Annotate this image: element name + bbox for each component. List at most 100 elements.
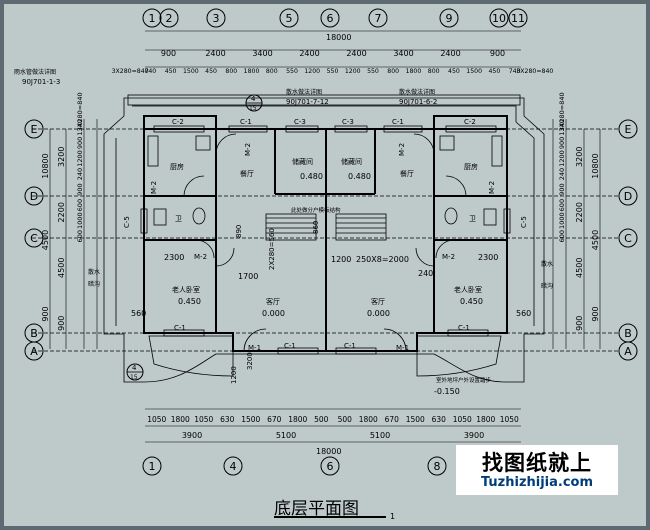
- bottom-row1-dim-0: 1050: [147, 415, 166, 424]
- room-bath-left: 卫: [175, 215, 182, 223]
- top-row2-dim-19: 740: [509, 68, 521, 75]
- svg-text:8: 8: [434, 460, 441, 473]
- top-row2-dim-7: 800: [266, 68, 278, 75]
- axis-left-E: E: [24, 119, 44, 139]
- bottom-row1-dim-15: 1050: [500, 415, 519, 424]
- watermark-chinese: 找图纸就上: [482, 451, 592, 475]
- title-suffix: 1: [390, 512, 396, 521]
- axis-top-5: 5: [279, 8, 299, 28]
- left-small-dim-7: 1000: [76, 212, 84, 229]
- bottom-row1-dim-6: 1800: [288, 415, 307, 424]
- top-row2-dim-3: 1500: [183, 68, 199, 75]
- tag-m2-dining-left: M-2: [244, 143, 252, 156]
- bottom-row1-dim-11: 1500: [406, 415, 425, 424]
- note-left-top: 雨水管做法详图: [14, 68, 56, 76]
- top-row2-dim-14: 1800: [406, 68, 422, 75]
- bottom-row1-dim-9: 1800: [359, 415, 378, 424]
- axis-top-10: 10: [489, 8, 509, 28]
- left-small-dim-4: 240: [76, 168, 84, 180]
- svg-text:4: 4: [251, 95, 256, 103]
- bottom-row1-dim-4: 1500: [241, 415, 260, 424]
- dim-3200-bottom: 3200: [246, 352, 254, 370]
- axis-left-A: A: [24, 341, 44, 361]
- top-row2-dim-9: 1200: [304, 68, 320, 75]
- tag-c3-right: C-3: [342, 118, 354, 126]
- svg-text:15: 15: [249, 105, 257, 112]
- dim-1200-bottom: 1200: [230, 366, 238, 384]
- level-bedroom-right: 0.450: [460, 297, 483, 306]
- top-row2-dim-20: 3X280=840: [516, 68, 553, 75]
- room-dining-right: 餐厅: [400, 169, 414, 178]
- tag-m2-bed-right: M-2: [442, 253, 455, 261]
- top-row1-dim-2: 3400: [252, 49, 272, 58]
- stairs-left: [266, 217, 316, 234]
- left-small-dim-8: 600: [76, 230, 84, 242]
- axis-bottom-8: 8: [427, 456, 447, 476]
- room-bath-right: 卫: [469, 215, 476, 223]
- top-row1-dim-0: 900: [161, 49, 176, 58]
- room-living-left: 客厅: [266, 297, 280, 306]
- right-outer-dim-1: 4500: [591, 230, 600, 250]
- tag-m1-right: M-1: [396, 344, 409, 352]
- right-small-dim-2: 900: [558, 137, 566, 149]
- right-outer-dim-2: 900: [591, 306, 600, 321]
- tag-c5-right: C-5: [520, 216, 528, 228]
- bottom-row1-dim-7: 500: [314, 415, 329, 424]
- right-small-dim-7: 1000: [558, 212, 566, 229]
- left-outer-dim-0: 10800: [41, 153, 50, 178]
- right-small-dim-0: 3X280=840: [558, 92, 566, 131]
- dim-890: 890: [235, 225, 243, 238]
- bottom-row1-dim-3: 630: [220, 415, 235, 424]
- right-dim-labels: 1080045009003200220045009003X280=8401340…: [558, 92, 600, 331]
- bottom-row1-dim-1: 1800: [171, 415, 190, 424]
- bottom-dimensions: [145, 408, 521, 443]
- dim-2300-left: 2300: [164, 253, 184, 262]
- top-row2-dim-13: 800: [387, 68, 399, 75]
- svg-text:15: 15: [130, 374, 138, 381]
- svg-text:B: B: [30, 327, 38, 340]
- top-row1-dim-5: 3400: [393, 49, 413, 58]
- svg-text:1: 1: [149, 460, 156, 473]
- dim-860: 860: [312, 221, 320, 234]
- left-dim-labels: 1080045009003200220045009003X280=8401340…: [41, 92, 84, 331]
- tag-c1-top-right: C-1: [392, 118, 404, 126]
- tag-c1-top-left: C-1: [240, 118, 252, 126]
- bottom-row1-dim-5: 670: [267, 415, 282, 424]
- top-row2-dim-0: 3X280=840: [112, 68, 149, 75]
- svg-text:6: 6: [327, 12, 334, 25]
- svg-text:9: 9: [446, 12, 453, 25]
- axis-left-C: C: [24, 228, 44, 248]
- tag-m2-kitchen-right: M-2: [488, 181, 496, 194]
- top-row2-dim-16: 450: [448, 68, 460, 75]
- front-planting: [148, 335, 502, 377]
- side-windows: [140, 208, 511, 234]
- left-outer-dim-1: 4500: [41, 230, 50, 250]
- bottom-total-dim: 18000: [316, 447, 341, 456]
- room-storage-right: 储藏间: [341, 157, 362, 166]
- bottom-row1-dim-12: 630: [432, 415, 447, 424]
- top-row2-dim-6: 1800: [244, 68, 260, 75]
- right-outer-dim-0: 10800: [591, 153, 600, 178]
- stairs-right: [336, 217, 386, 234]
- left-inner-dim-0: 3200: [57, 147, 66, 167]
- kitchen-fixtures: [147, 135, 503, 167]
- top-row2-dim-12: 550: [367, 68, 379, 75]
- left-small-dim-6: 600: [76, 199, 84, 211]
- bottom-row1-dim-13: 1050: [453, 415, 472, 424]
- tag-m1-left: M-1: [248, 344, 261, 352]
- left-small-dim-5: 900: [76, 183, 84, 195]
- interior-walls: [144, 129, 507, 351]
- level-storage-right: 0.480: [348, 172, 371, 181]
- top-windows: [153, 125, 497, 133]
- top-row2-dim-10: 550: [327, 68, 339, 75]
- room-storage-left: 储藏间: [292, 157, 313, 166]
- bottom-row2-dim-3: 3900: [464, 431, 484, 440]
- svg-text:4: 4: [230, 460, 237, 473]
- svg-text:D: D: [624, 190, 632, 203]
